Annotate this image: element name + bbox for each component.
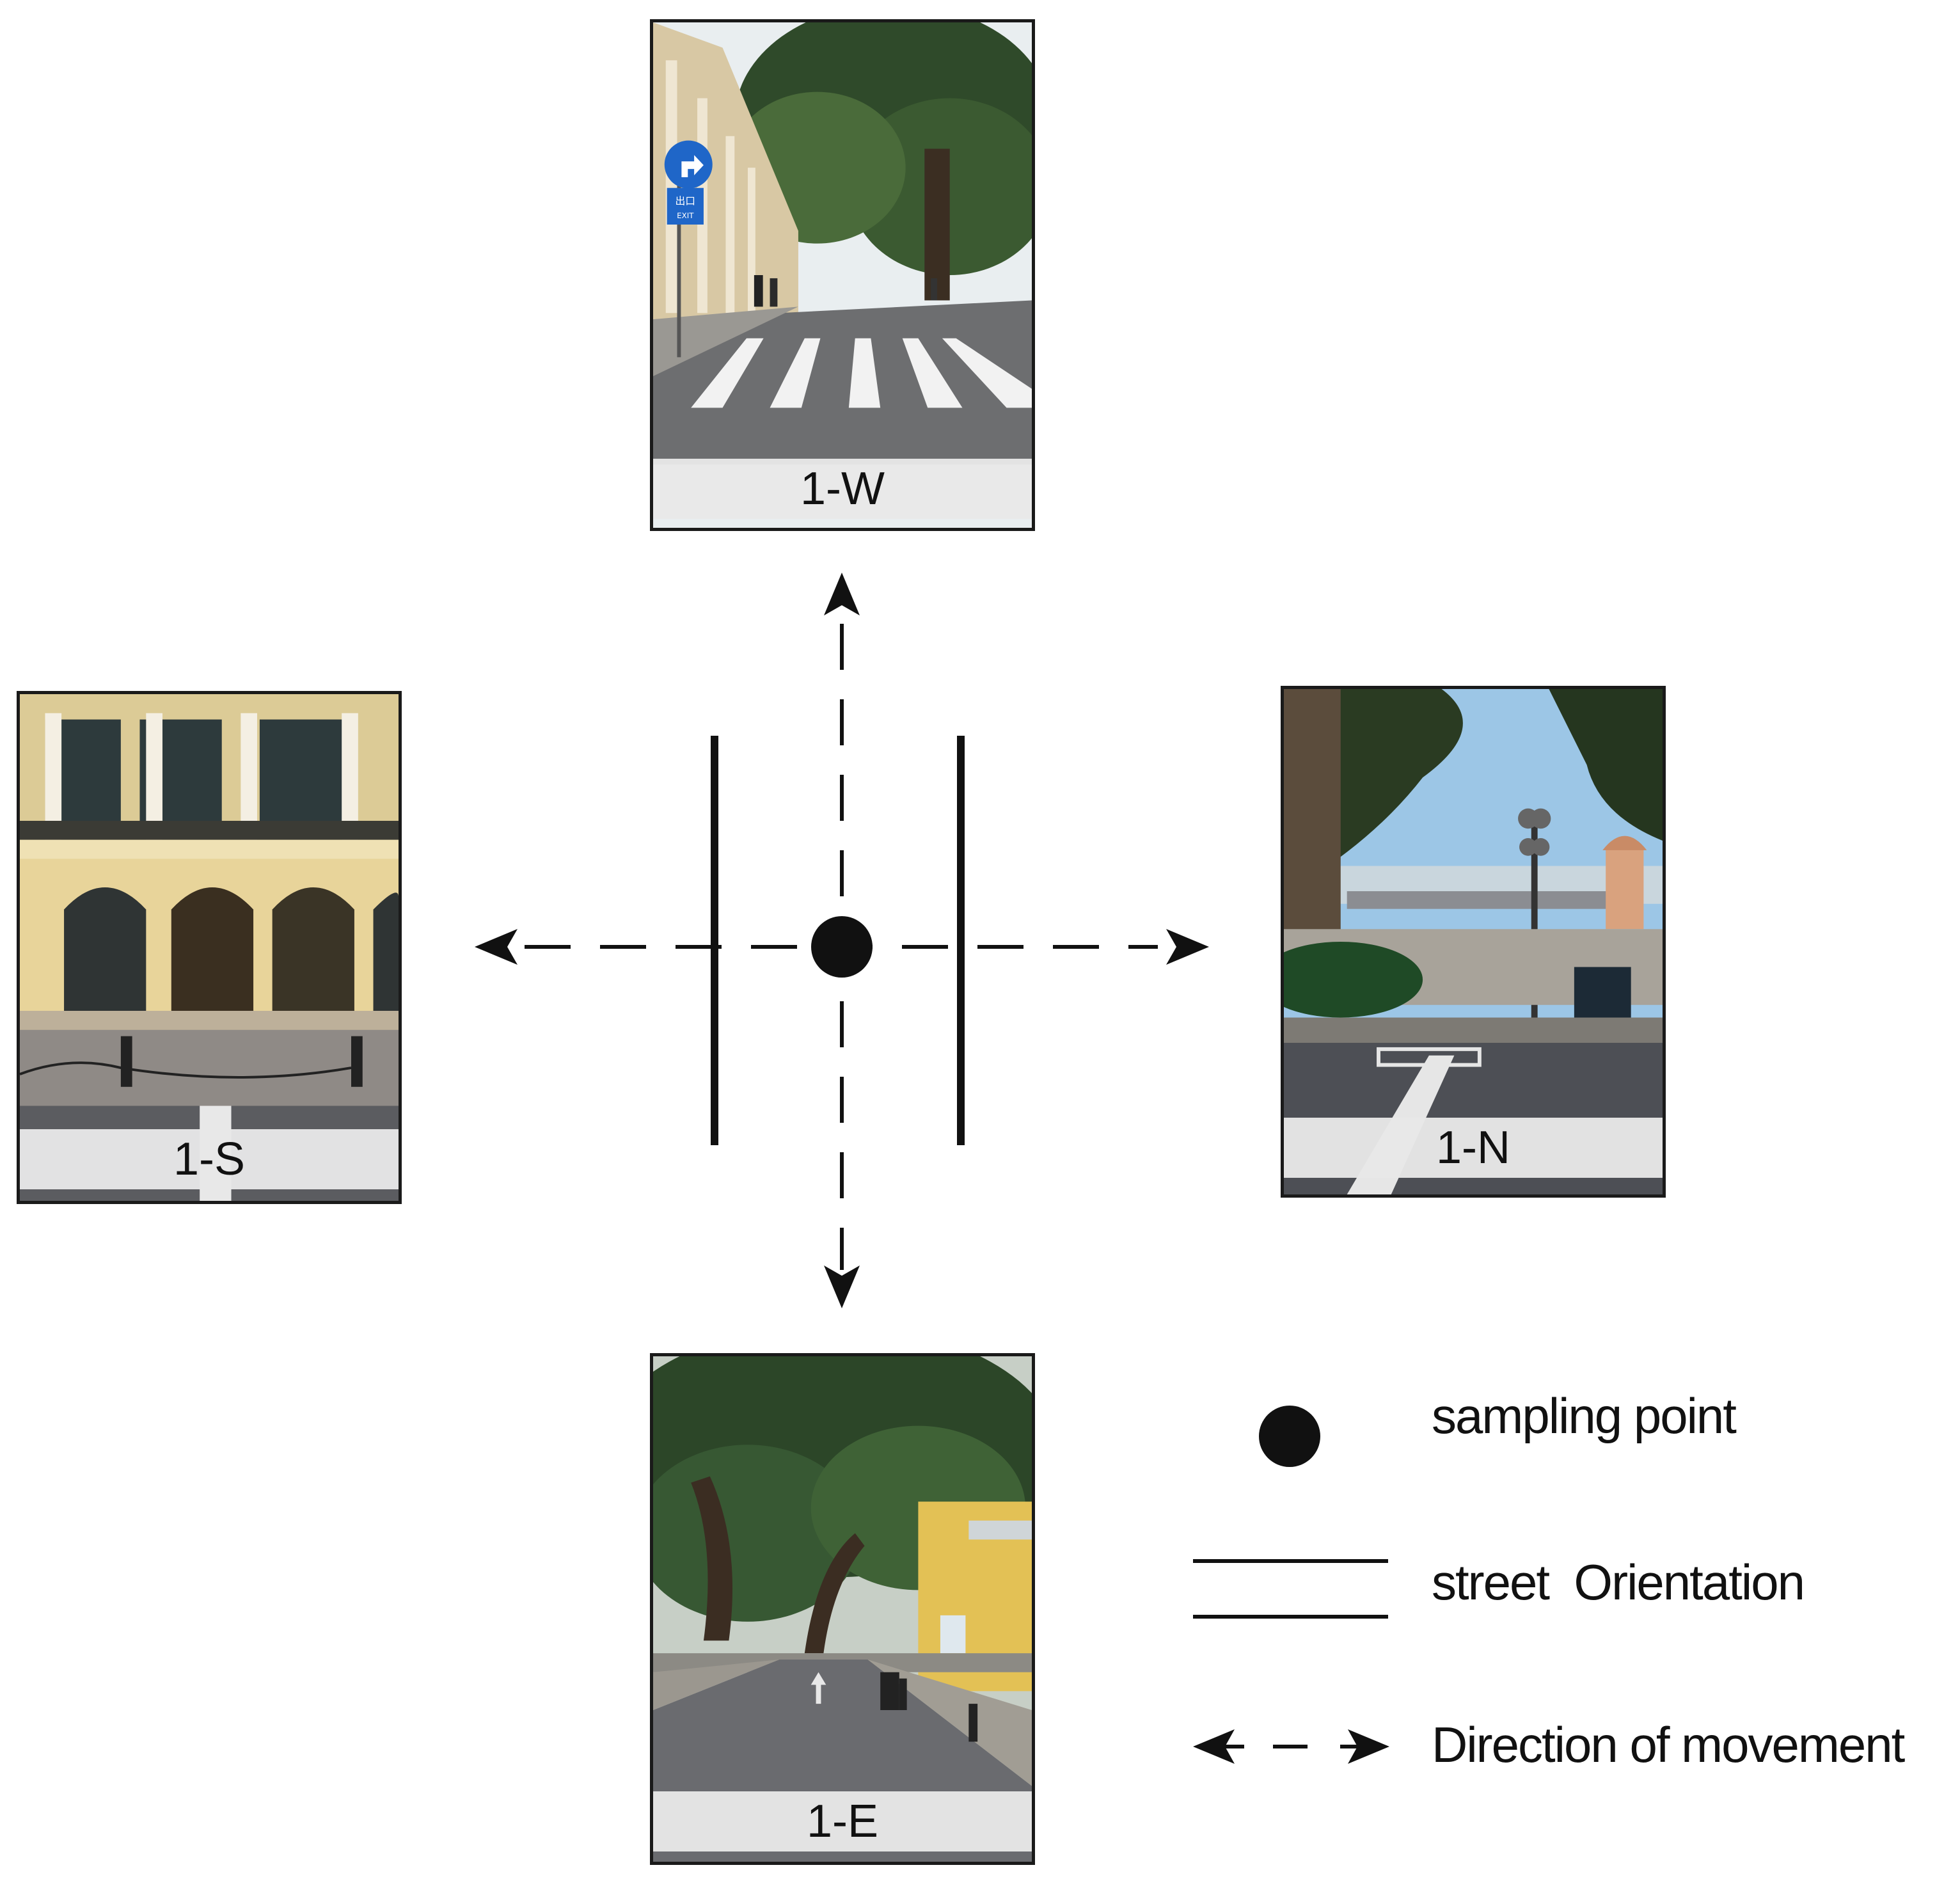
legend-sampling-point-label: sampling point [1432,1388,1737,1444]
photo-north: 1-N [1281,686,1666,1198]
legend-arrow-right-icon [1348,1729,1389,1764]
photo-label-east: 1-E [653,1791,1032,1851]
photo-label-west: 1-W [653,459,1032,519]
street-view-south-photo [20,694,399,1201]
photo-east: 1-E [650,1353,1035,1865]
legend-arrow-left-icon [1193,1729,1235,1764]
legend-sampling-point-icon [1259,1406,1320,1467]
arrow-right-icon [1166,929,1209,965]
arrow-left-icon [475,929,518,965]
sampling-point-dot [811,916,873,978]
legend-street-orientation-label: street Orientation [1432,1554,1805,1610]
photo-label-north: 1-N [1284,1118,1663,1178]
street-view-east-photo [653,1356,1032,1862]
street-view-west-photo: 出口 EXIT [653,22,1032,528]
sign-text-line2: EXIT [677,211,694,220]
arrow-down-icon [824,1265,860,1308]
sign-text-line1: 出口 [676,194,696,207]
legend-direction-of-movement-label: Direction of movement [1432,1716,1905,1773]
photo-label-south: 1-S [20,1129,399,1189]
photo-south: 1-S [17,691,402,1204]
photo-west: 出口 EXIT 1-W [650,19,1035,531]
arrow-up-icon [824,573,860,615]
